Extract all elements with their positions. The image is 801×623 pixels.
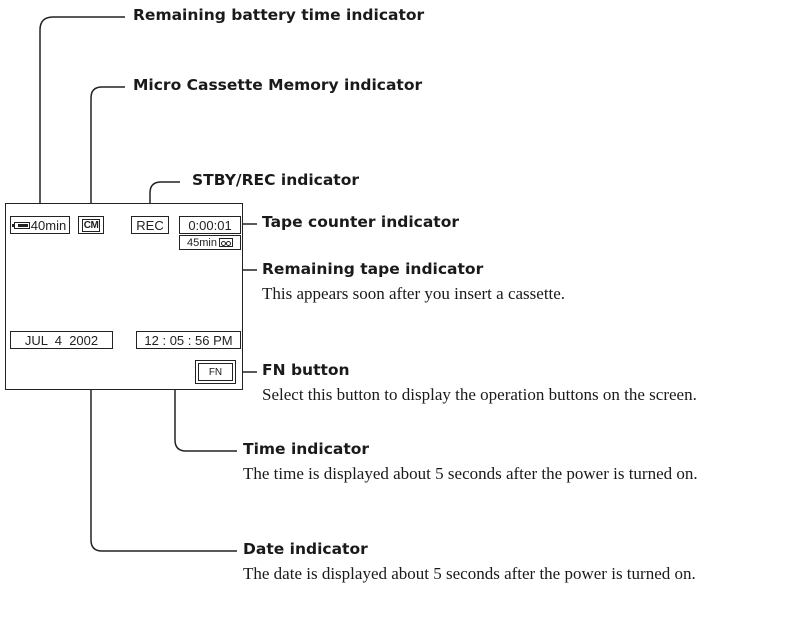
counter-callout-title: Tape counter indicator	[262, 213, 460, 231]
cassette-memory-icon: CM	[81, 218, 101, 232]
time-callout-desc: The time is displayed about 5 seconds af…	[243, 464, 698, 483]
rec-value: REC	[136, 217, 164, 233]
mcm-callout-title: Micro Cassette Memory indicator	[133, 76, 423, 94]
lcd-screen	[5, 203, 243, 390]
mcm-leader	[90, 86, 125, 216]
stby-callout-title: STBY/REC indicator	[192, 171, 359, 189]
remaining-tape-value: 45min	[187, 236, 217, 249]
time-value: 12 : 05 : 56 PM	[144, 332, 233, 348]
fn-button[interactable]: FN	[195, 360, 236, 384]
fn-button-label: FN	[198, 363, 233, 381]
battery-icon	[11, 221, 30, 229]
remaining-tape: 45min	[179, 235, 241, 250]
stby-rec-indicator: REC	[131, 216, 169, 234]
counter-value: 0:00:01	[188, 217, 232, 233]
fn-callout-desc: Select this button to display the operat…	[262, 385, 697, 404]
battery-leader	[39, 16, 125, 216]
battery-value: 40min	[30, 217, 67, 233]
date-value: JUL 4 2002	[24, 332, 99, 348]
tape-counter: 0:00:01	[179, 216, 241, 234]
date-display: JUL 4 2002	[10, 331, 113, 349]
battery-indicator: 40min	[10, 216, 70, 234]
battery-callout-title: Remaining battery time indicator	[133, 6, 425, 24]
date-callout-desc: The date is displayed about 5 seconds af…	[243, 564, 696, 583]
fn-callout-title: FN button	[262, 361, 350, 379]
time-callout-title: Time indicator	[243, 440, 370, 458]
date-leader	[90, 349, 237, 552]
remain-callout-desc: This appears soon after you insert a cas…	[262, 284, 566, 303]
stby-leader	[149, 181, 180, 216]
remain-callout-title: Remaining tape indicator	[262, 260, 484, 278]
cassette-icon	[218, 238, 233, 247]
date-callout-title: Date indicator	[243, 540, 368, 558]
time-leader	[174, 349, 237, 452]
mcm-indicator: CM	[78, 216, 104, 234]
time-display: 12 : 05 : 56 PM	[136, 331, 241, 349]
